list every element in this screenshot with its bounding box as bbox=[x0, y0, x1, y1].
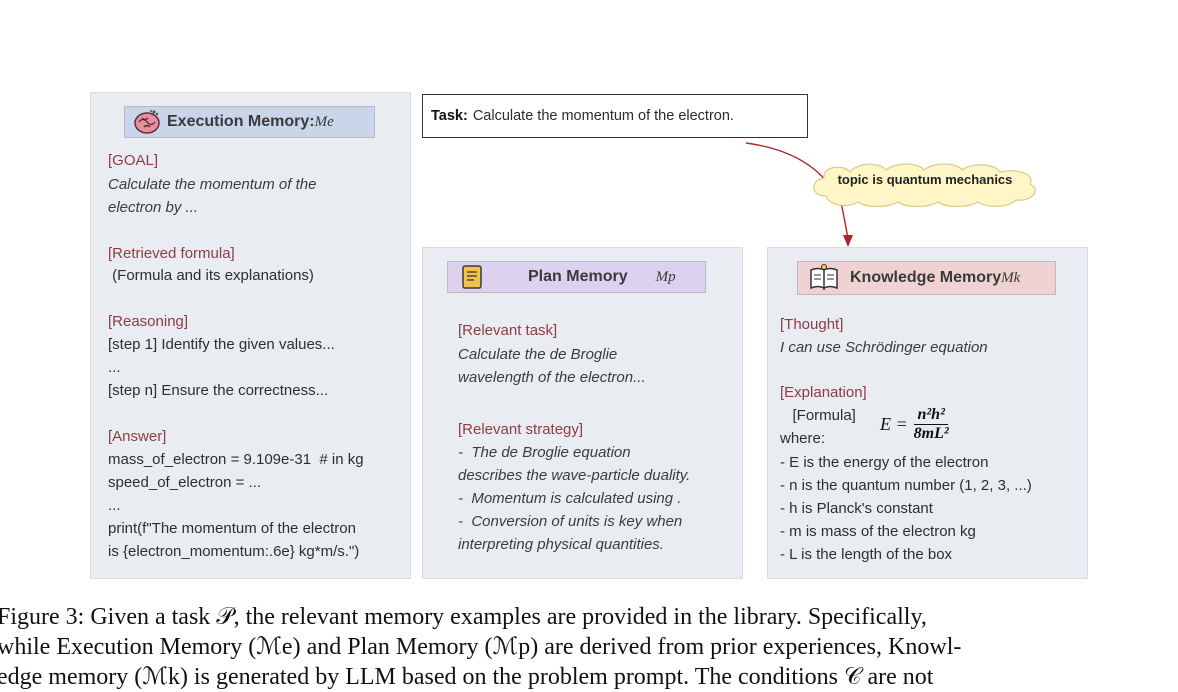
where-label: where: bbox=[780, 430, 826, 447]
retrieved-formula-label: [Retrieved formula] bbox=[108, 245, 235, 262]
task-label: Task: bbox=[431, 108, 468, 124]
thought-label: [Thought] bbox=[780, 316, 844, 333]
execution-memory-panel bbox=[90, 92, 411, 579]
thought-text: I can use Schrödinger equation bbox=[780, 339, 988, 356]
plan-memory-symbol: Mp bbox=[655, 268, 676, 285]
execution-memory-header: Execution Memory: Me bbox=[124, 106, 375, 138]
execution-memory-symbol: Me bbox=[314, 113, 334, 130]
figure-caption: Figure 3: Given a task 𝒫, the relevant m… bbox=[0, 602, 1178, 692]
plan-memory-header: Plan Memory Mp bbox=[447, 261, 706, 293]
plan-memory-panel bbox=[422, 247, 743, 579]
strategy-line-3: - Momentum is calculated using . bbox=[458, 490, 682, 507]
brain-icon bbox=[134, 110, 160, 134]
knowledge-memory-panel bbox=[767, 247, 1088, 579]
task-text: Calculate the momentum of the electron. bbox=[472, 108, 734, 124]
relevant-task-line-2: wavelength of the electron... bbox=[458, 369, 646, 386]
strategy-line-4: - Conversion of units is key when bbox=[458, 513, 683, 530]
equation-denominator: 8mL² bbox=[913, 424, 949, 442]
caption-line-3: edge memory (ℳk) is generated by LLM bas… bbox=[0, 664, 934, 690]
book-icon bbox=[810, 264, 838, 290]
relevant-strategy-label: [Relevant strategy] bbox=[458, 421, 584, 438]
strategy-line-5: interpreting physical quantities. bbox=[458, 536, 664, 553]
relevant-task-line-1: Calculate the de Broglie bbox=[458, 346, 618, 363]
knowledge-memory-header: Knowledge Memory Mk bbox=[797, 261, 1056, 295]
goal-text-line-1: Calculate the momentum of the bbox=[108, 176, 317, 193]
reasoning-line-3: [step n] Ensure the correctness... bbox=[108, 382, 329, 399]
answer-line-3: ... bbox=[108, 497, 121, 514]
task-box: Task: Calculate the momentum of the elec… bbox=[422, 94, 808, 138]
thought-cloud bbox=[813, 163, 1036, 208]
answer-line-5: is {electron_momentum:.6e} kg*m/s.") bbox=[108, 543, 360, 560]
knowledge-memory-title: Knowledge Memory bbox=[850, 269, 1002, 286]
formula-label: [Formula] bbox=[780, 407, 856, 424]
relevant-task-label: [Relevant task] bbox=[458, 322, 558, 339]
knowledge-item-3: - h is Planck's constant bbox=[780, 500, 933, 517]
equation-fraction: n²h² 8mL² bbox=[914, 406, 949, 443]
plan-memory-title: Plan Memory bbox=[528, 268, 628, 285]
knowledge-item-1: - E is the energy of the electron bbox=[780, 454, 989, 471]
goal-text-line-2: electron by ... bbox=[108, 199, 199, 216]
knowledge-item-4: - m is mass of the electron kg bbox=[780, 523, 976, 540]
answer-line-4: print(f"The momentum of the electron bbox=[108, 520, 356, 537]
reasoning-line-1: [step 1] Identify the given values... bbox=[108, 336, 335, 353]
equation-lhs: E = bbox=[880, 413, 908, 434]
explanation-label: [Explanation] bbox=[780, 384, 867, 401]
answer-line-2: speed_of_electron = ... bbox=[108, 474, 262, 491]
answer-label: [Answer] bbox=[108, 428, 167, 445]
caption-line-1: Figure 3: Given a task 𝒫, the relevant m… bbox=[0, 604, 927, 630]
caption-line-2: while Execution Memory (ℳe) and Plan Mem… bbox=[0, 634, 962, 660]
answer-line-1: mass_of_electron = 9.109e-31 # in kg bbox=[108, 451, 364, 468]
reasoning-line-2: ... bbox=[108, 359, 121, 376]
reasoning-label: [Reasoning] bbox=[108, 313, 189, 330]
execution-memory-title: Execution Memory: bbox=[167, 113, 315, 130]
energy-equation: E = n²h² 8mL² bbox=[880, 401, 949, 447]
retrieved-formula-text: (Formula and its explanations) bbox=[108, 267, 314, 284]
knowledge-item-5: - L is the length of the box bbox=[780, 546, 953, 563]
knowledge-memory-symbol: Mk bbox=[1001, 269, 1021, 286]
goal-label: [GOAL] bbox=[108, 152, 159, 169]
knowledge-item-2: - n is the quantum number (1, 2, 3, ...) bbox=[780, 477, 1032, 494]
strategy-line-1: - The de Broglie equation bbox=[458, 444, 631, 461]
topic-cloud-text: topic is quantum mechanics bbox=[837, 172, 1013, 187]
equation-numerator: n²h² bbox=[914, 406, 948, 425]
strategy-line-2: describes the wave-particle duality. bbox=[458, 467, 691, 484]
notebook-icon bbox=[462, 265, 482, 289]
